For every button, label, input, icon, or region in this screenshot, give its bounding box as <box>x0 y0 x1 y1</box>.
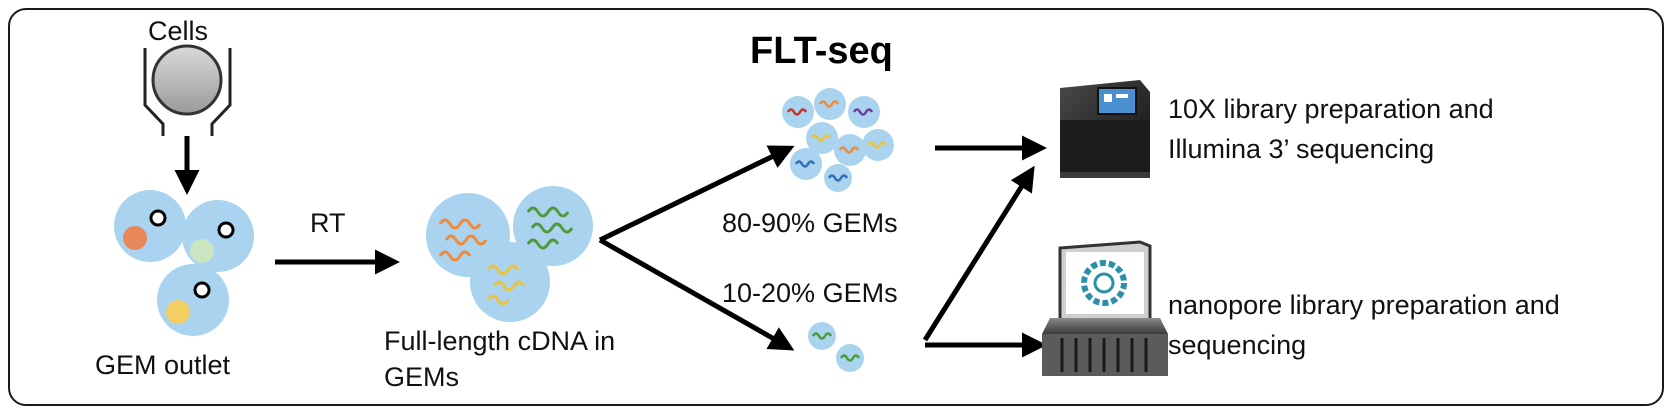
illumina-label-line2: Illumina 3’ sequencing <box>1168 134 1435 164</box>
sequencer-instrument-icon <box>1060 80 1150 178</box>
cells-label: Cells <box>148 16 209 46</box>
illumina-label-line1: 10X library preparation and <box>1168 94 1494 124</box>
rt-label: RT <box>310 208 346 238</box>
cell-capture-funnel-icon <box>143 44 232 195</box>
gems-80-90-label: 80-90% GEMs <box>722 208 898 238</box>
diagram-title: FLT-seq <box>750 30 893 72</box>
nanopore-device-icon <box>1042 240 1168 376</box>
cdna-droplet-icon <box>426 186 593 322</box>
nanopore-label-line1: nanopore library preparation and <box>1168 290 1560 320</box>
gem-outlet-label: GEM outlet <box>95 350 231 380</box>
gem-cluster-10-20-icon <box>808 322 864 372</box>
split-arrows <box>598 145 795 351</box>
gem-cluster-80-90-icon <box>782 88 894 192</box>
full-length-label-line2: GEMs <box>384 362 460 392</box>
full-length-label-line1: Full-length cDNA in <box>384 326 616 356</box>
nanopore-label-line2: sequencing <box>1168 330 1307 360</box>
diagram-frame <box>8 8 1664 406</box>
gem-droplet-icon <box>114 190 254 336</box>
sequencer-arrows <box>922 135 1047 358</box>
gems-10-20-label: 10-20% GEMs <box>722 278 898 308</box>
